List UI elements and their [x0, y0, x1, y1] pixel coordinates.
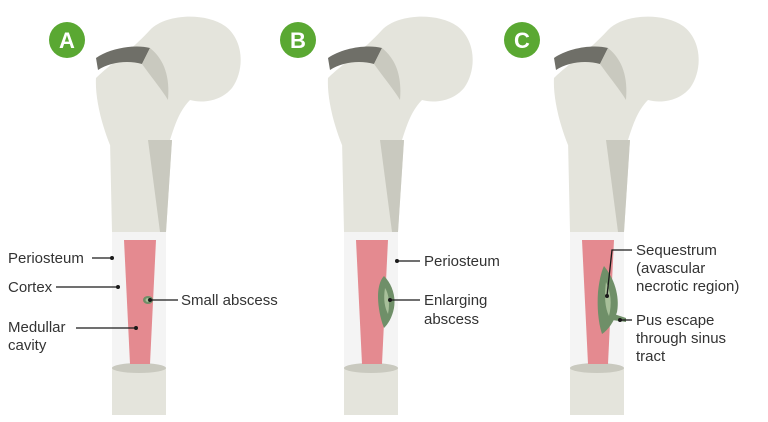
badge-a: A [49, 22, 85, 58]
label-text: (avascular [636, 260, 705, 277]
label-sequestrum-c: Sequestrum (avascular necrotic region) [605, 242, 739, 298]
sequestrum-core [605, 282, 611, 316]
badge-c: C [504, 22, 540, 58]
label-text: Periosteum [8, 250, 84, 267]
shaft-shadow [148, 140, 172, 232]
leader-dot [148, 298, 152, 302]
femoral-neck-shadow [96, 46, 150, 70]
leader-dot [134, 326, 138, 330]
label-text: Enlarging [424, 292, 487, 309]
label-text: Small abscess [181, 292, 278, 309]
bone-a [95, 16, 241, 415]
femoral-neck-shadow [554, 46, 608, 70]
badge-letter: C [514, 28, 530, 53]
panel-b: B Periosteum Enlarging abscess [280, 16, 500, 415]
label-pus-escape-c: Pus escape through sinus tract [618, 312, 726, 365]
cut-rim [112, 363, 166, 373]
label-cortex-a: Cortex [8, 279, 120, 296]
cut-rim [570, 363, 624, 373]
leader-dot [110, 256, 114, 260]
badge-letter: A [59, 28, 75, 53]
bone-b [327, 16, 473, 415]
greater-trochanter-shadow [600, 48, 627, 100]
label-periosteum-a: Periosteum [8, 250, 114, 267]
label-text: tract [636, 348, 666, 365]
shaft-shadow [380, 140, 404, 232]
label-text: necrotic region) [636, 278, 739, 295]
medullary-cavity [356, 240, 388, 364]
greater-trochanter-shadow [142, 48, 169, 100]
greater-trochanter-shadow [374, 48, 401, 100]
label-medullar-cavity-a: Medullar cavity [8, 319, 138, 354]
badge-circle [49, 22, 85, 58]
label-small-abscess-a: Small abscess [148, 292, 278, 309]
label-text: cavity [8, 337, 47, 354]
label-enlarging-abscess-b: Enlarging abscess [388, 292, 487, 328]
femoral-head [327, 16, 473, 145]
label-text: through sinus [636, 330, 726, 347]
leader-dot [116, 285, 120, 289]
badge-circle [504, 22, 540, 58]
label-text: Medullar [8, 319, 66, 336]
shaft-shadow [606, 140, 630, 232]
femoral-head [553, 16, 699, 145]
femoral-neck-shadow [328, 46, 382, 70]
femoral-head [95, 16, 241, 145]
cut-rim [344, 363, 398, 373]
label-text: abscess [424, 311, 479, 328]
label-text: Periosteum [424, 253, 500, 270]
medullary-cavity [124, 240, 156, 364]
leader-line [606, 249, 632, 297]
badge-circle [280, 22, 316, 58]
panel-a: A Periosteum Cortex Medullar cavity Smal… [8, 16, 278, 415]
label-text: Sequestrum [636, 242, 717, 259]
label-text: Cortex [8, 279, 53, 296]
bone-c [553, 16, 699, 415]
label-periosteum-b: Periosteum [395, 253, 500, 270]
badge-b: B [280, 22, 316, 58]
panel-c: C Sequestrum (avascular necrotic region)… [504, 16, 739, 415]
badge-letter: B [290, 28, 306, 53]
enlarging-abscess-core [384, 288, 389, 314]
label-text: Pus escape [636, 312, 714, 329]
